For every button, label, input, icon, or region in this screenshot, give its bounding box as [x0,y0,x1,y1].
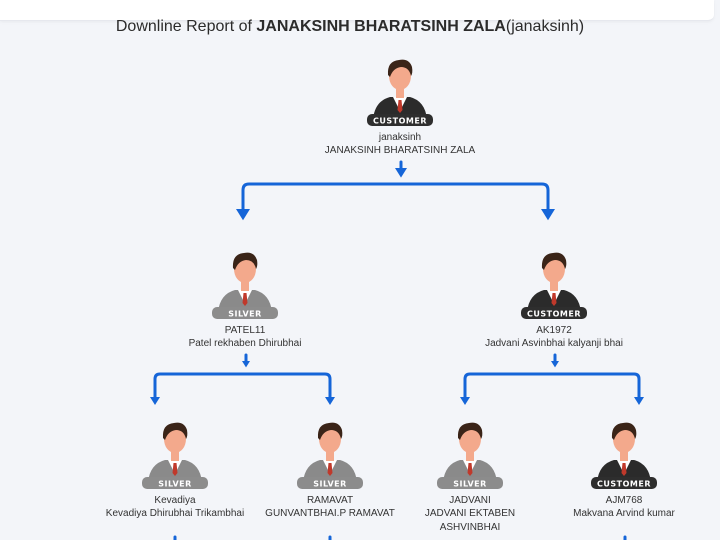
level1-left-arrow-down-icon [236,209,250,221]
level1-bracket [241,182,550,216]
report-title-prefix: Downline Report of [115,18,257,35]
jadvani-arrow-down-icon [460,397,470,405]
rank-badge: SILVER [453,480,487,489]
user-avatar-icon: CUSTOMER [367,59,433,126]
tree-node-ak1972[interactable]: CUSTOMER AK1972 Jadvani Asvinbhai kalyan… [469,248,639,351]
user-avatar-icon: SILVER [437,422,503,489]
node-user-name: Jadvani Asvinbhai kalyanji bhai [485,338,623,349]
tree-node-ajm768[interactable]: CUSTOMER AJM768 Makvana Arvind kumar [539,418,709,521]
user-avatar-icon: SILVER [142,422,208,489]
ajm768-arrow-down-icon [634,397,644,405]
rank-badge: CUSTOMER [373,117,427,126]
patel-bracket [153,372,332,402]
node-user-name: GUNVANTBHAI.P RAMAVAT [265,508,395,519]
patel-arrow-down-icon [242,361,250,368]
node-user-name: JADVANI EKTABEN ASHVINBHAI [424,508,516,533]
rank-badge: SILVER [158,480,192,489]
node-user-id[interactable]: RAMAVAT [306,495,354,506]
rank-badge: CUSTOMER [527,310,581,319]
tree-node-ramavat[interactable]: SILVER RAMAVAT GUNVANTBHAI.P RAMAVAT [245,418,415,521]
ak-bracket [463,372,641,402]
top-bar [0,0,714,21]
tree-node-patel11[interactable]: SILVER PATEL11 Patel rekhaben Dhirubhai [160,248,330,351]
node-user-name: Patel rekhaben Dhirubhai [188,338,302,349]
user-avatar-icon: CUSTOMER [521,252,587,319]
node-user-name: JANAKSINH BHARATSINH ZALA [324,145,476,156]
rank-badge: SILVER [313,480,347,489]
root-arrow-down-icon [395,168,407,178]
node-user-id[interactable]: janaksinh [378,132,422,143]
report-title: Downline Report of JANAKSINH BHARATSINH … [0,18,700,36]
node-user-id[interactable]: JADVANI [449,495,491,506]
node-user-id[interactable]: AJM768 [605,495,643,506]
node-user-id[interactable]: PATEL11 [224,325,266,336]
user-avatar-icon: CUSTOMER [591,422,657,489]
rank-badge: CUSTOMER [597,480,651,489]
ak-arrow-down-icon [551,361,559,368]
level1-right-arrow-down-icon [541,209,555,221]
rank-badge: SILVER [228,310,262,319]
node-user-name: Kevadiya Dhirubhai Trikambhai [105,508,245,519]
user-avatar-icon: SILVER [212,252,278,319]
ramavat-arrow-down-icon [325,397,335,405]
report-title-name: JANAKSINH BHARATSINH ZALA [256,18,506,35]
tree-node-kevadiya[interactable]: SILVER Kevadiya Kevadiya Dhirubhai Trika… [90,418,260,521]
tree-node-jadvani[interactable]: SILVER JADVANI JADVANI EKTABEN ASHVINBHA… [385,418,555,535]
node-user-id[interactable]: Kevadiya [154,495,196,506]
kevadiya-arrow-down-icon [150,397,160,405]
report-title-suffix: (janaksinh) [505,18,585,35]
user-avatar-icon: SILVER [297,422,363,489]
node-user-id[interactable]: AK1972 [536,325,572,336]
tree-node-root[interactable]: CUSTOMER janaksinh JANAKSINH BHARATSINH … [315,55,485,158]
node-user-name: Makvana Arvind kumar [573,508,675,519]
